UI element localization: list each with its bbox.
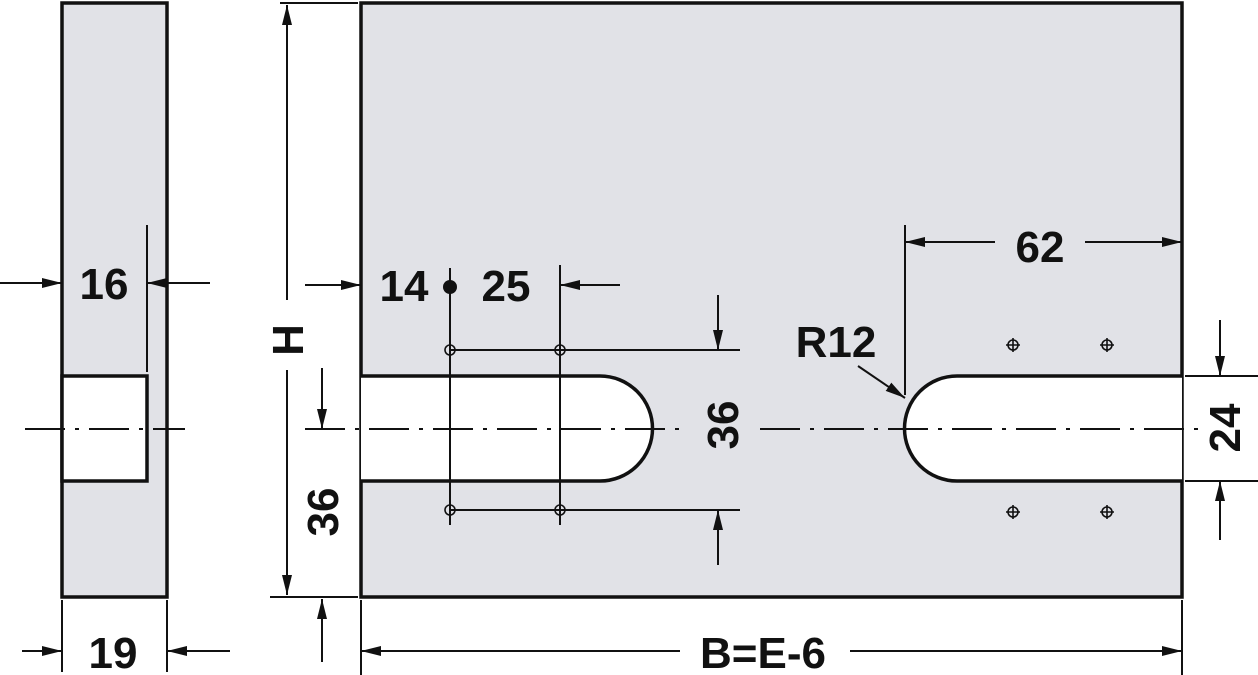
- front-view: H 36 14 25 36 R12: [264, 1, 1258, 675]
- screw-holes: [444, 338, 1114, 519]
- dim-36-middle: 36: [699, 401, 748, 450]
- dim-H: H: [264, 324, 313, 356]
- dot-marker: [443, 280, 457, 294]
- dim-19: 19: [89, 629, 138, 675]
- dim-14: 14: [380, 262, 429, 311]
- dim-16: 16: [80, 260, 129, 309]
- side-view: 16 19: [0, 1, 230, 675]
- dim-25: 25: [482, 262, 531, 311]
- dim-R12: R12: [796, 318, 877, 367]
- dim-36-bottom: 36: [299, 488, 348, 537]
- dim-width: B=E-6: [700, 629, 826, 675]
- dim-24: 24: [1201, 403, 1250, 452]
- dim-62: 62: [1016, 223, 1065, 272]
- panel: [359, 1, 1184, 599]
